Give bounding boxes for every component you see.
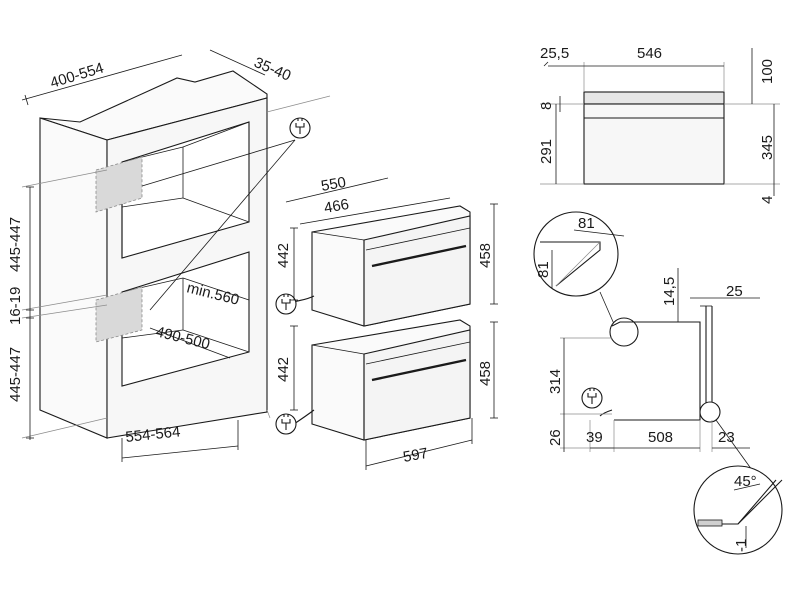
section-rear-label: 39: [586, 429, 603, 446]
top-step-label: 14,5: [661, 277, 678, 306]
niche-upper-height-label: 445-447: [7, 217, 24, 272]
oven-depth-label: 550: [320, 174, 348, 195]
oven-body-depth-label: 466: [323, 196, 351, 217]
niche-depth-label: 400-554: [48, 59, 106, 91]
niche-width-label: 554-564: [125, 423, 182, 446]
front-frame-offset-label: 25,5: [540, 45, 569, 62]
niche-middle-gap-label: 16-19: [7, 287, 24, 325]
oven-lower-body-height-label: 442: [275, 357, 292, 382]
detail-circle-chamfer: [533, 211, 619, 297]
socket-zone-lower: [95, 286, 143, 343]
niche-lower-height-label: 445-447: [7, 347, 24, 402]
oven-upper-front-height-label: 458: [477, 243, 494, 268]
plug-icon: [275, 293, 297, 315]
socket-zone-upper: [95, 156, 143, 213]
section-depth-label: 508: [648, 429, 673, 446]
cabinet-niche: 400-554 35-40 445-447 16-19 445-447 min.…: [7, 49, 331, 462]
angle-label: 45°: [734, 473, 757, 490]
front-panel-top-label: 8: [538, 102, 555, 110]
plug-icon: [289, 117, 311, 139]
niche-top-gap-label: 35-40: [251, 54, 293, 85]
plug-icon: [275, 413, 297, 435]
oven-upper-body-height-label: 442: [275, 243, 292, 268]
front-elevation: 25,5 546 100 8 291 345 4: [538, 45, 780, 204]
section-door-label: 23: [718, 429, 735, 446]
plug-icon: [581, 387, 603, 409]
front-width-label: 546: [637, 45, 662, 62]
front-bottom-label: 4: [759, 196, 776, 204]
section-base-label: 26: [547, 429, 564, 446]
front-top-clearance-label: 100: [759, 59, 776, 84]
oven-front-width-label: 597: [402, 445, 430, 466]
front-panel-height-label: 291: [538, 139, 555, 164]
side-section: 81 81 14,5 25 314 26 3: [533, 211, 783, 555]
chamfer-horizontal-label: 81: [578, 215, 595, 232]
door-offset-label: 25: [726, 283, 743, 300]
chamfer-vertical-label: 81: [535, 261, 552, 278]
front-total-height-label: 345: [759, 135, 776, 160]
oven-lower-front-height-label: 458: [477, 361, 494, 386]
section-height-label: 314: [547, 369, 564, 394]
angle-offset-label: -1: [733, 539, 750, 552]
detail-circle-angle: [693, 465, 783, 555]
oven-side-views: 550 466 442 458 442 458 597: [275, 174, 498, 470]
